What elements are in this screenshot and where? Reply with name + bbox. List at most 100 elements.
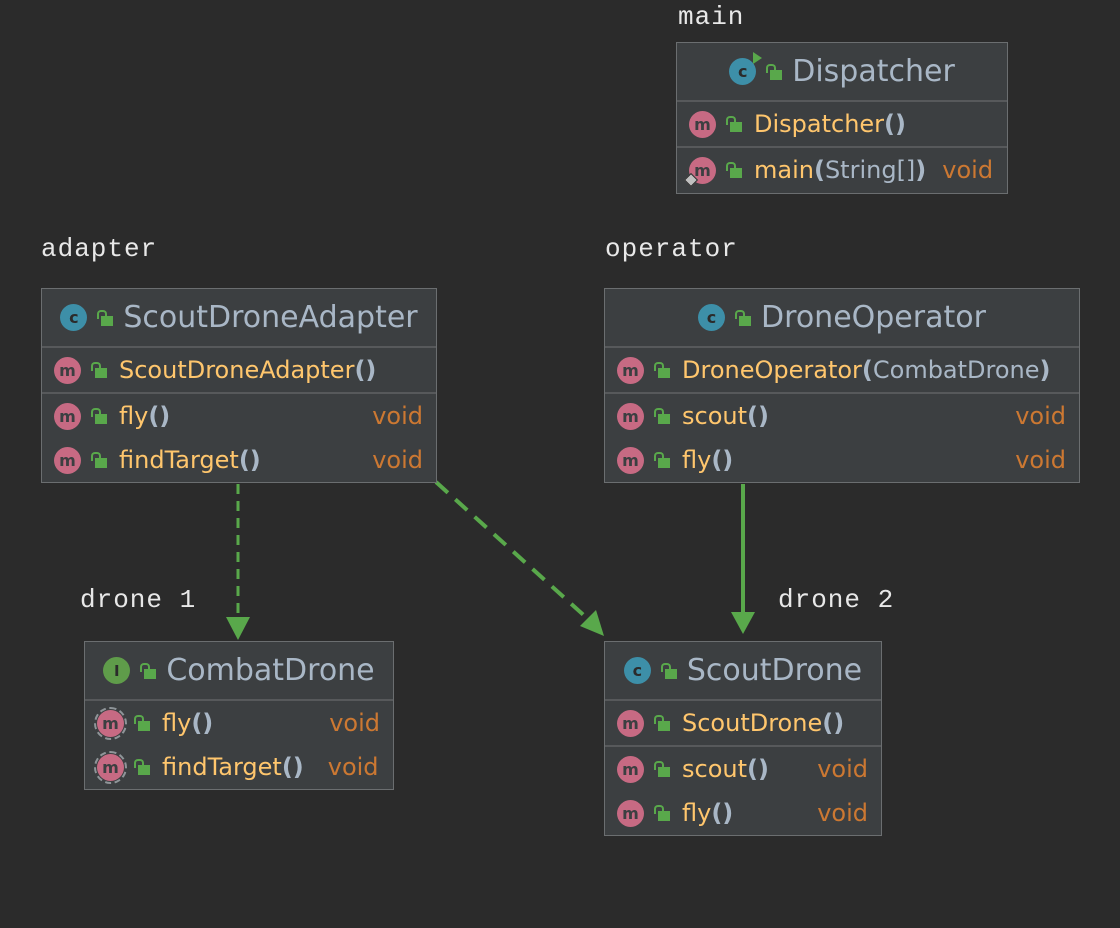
class-scout-drone-adapter[interactable]: c ScoutDroneAdapter m ScoutDroneAdapter(… [41,288,437,483]
class-header: c ScoutDrone [605,642,881,701]
class-icon: c [729,52,763,85]
abstract-method-icon: m [94,706,127,740]
public-lock-icon [660,662,677,679]
package-label-drone2: drone 2 [778,585,895,615]
method-parens: () [822,709,845,737]
method-name: findTarget [162,753,282,781]
method-icon: m [617,799,644,827]
method-icon: m [617,755,644,783]
open-paren: ( [861,356,873,384]
public-lock-icon [654,715,670,731]
return-type: void [942,156,994,184]
class-header: I CombatDrone [85,642,393,701]
method-parens: () [148,402,171,430]
method-icon: m [617,356,644,384]
methods-section: m scout() void m fly() void [605,394,1079,482]
public-lock-icon [654,805,670,821]
method-name: ScoutDroneAdapter [119,356,355,384]
method-name: fly [162,709,192,737]
method-parens: () [884,110,906,138]
method-name: ScoutDrone [682,709,823,737]
public-lock-icon [97,309,114,326]
member-row[interactable]: m fly() void [605,438,1079,482]
abstract-method-icon: m [94,750,127,784]
method-icon: m [617,709,644,737]
method-name: main [754,156,814,184]
public-lock-icon [91,362,107,378]
methods-section: m fly() void m findTarget() void [42,394,436,482]
return-type: void [817,799,868,827]
param-type: String[] [824,156,916,184]
class-name: Dispatcher [792,54,955,89]
method-name: Dispatcher [754,110,885,138]
method-parens: () [354,356,377,384]
method-parens: () [281,753,304,781]
interface-combat-drone[interactable]: I CombatDrone m fly() void m findTarget(… [84,641,394,790]
open-paren: ( [813,156,825,184]
member-row[interactable]: m findTarget() void [85,745,393,789]
arrowhead-scoutdrone-association [731,612,755,634]
interface-icon: I [103,657,131,684]
method-parens: () [238,446,261,474]
package-label-adapter: adapter [41,234,158,264]
member-row[interactable]: m ScoutDroneAdapter() [42,348,436,392]
method-name: fly [682,799,712,827]
package-label-drone1: drone 1 [80,585,197,615]
constructors-section: m Dispatcher() [677,102,1007,148]
member-row[interactable]: m scout() void [605,394,1079,438]
methods-section: m fly() void m findTarget() void [85,701,393,789]
class-header: c ScoutDroneAdapter [42,289,436,348]
member-row[interactable]: m fly() void [605,791,881,835]
method-icon: m [54,446,81,474]
return-type: void [329,709,380,737]
method-icon: m [617,402,644,430]
class-header: c Dispatcher [677,43,1007,102]
member-row[interactable]: m Dispatcher() [677,102,1007,146]
public-lock-icon [735,309,752,326]
public-lock-icon [140,662,157,679]
public-lock-icon [654,362,670,378]
member-row[interactable]: m fly() void [85,701,393,745]
member-row[interactable]: m DroneOperator(CombatDrone) [605,348,1079,392]
class-drone-operator[interactable]: c DroneOperator m DroneOperator(CombatDr… [604,288,1080,483]
public-lock-icon [134,715,150,731]
public-lock-icon [91,408,107,424]
runnable-icon [753,52,763,64]
public-lock-icon [726,116,742,132]
class-header: c DroneOperator [605,289,1079,348]
method-parens: () [711,799,734,827]
return-type: void [327,753,379,781]
member-row[interactable]: m findTarget() void [42,438,436,482]
method-icon: m [617,446,644,474]
class-dispatcher[interactable]: c Dispatcher m Dispatcher() m main(Strin… [676,42,1008,194]
arrowhead-combatdrone [226,617,250,640]
class-name: ScoutDroneAdapter [123,300,418,335]
public-lock-icon [91,452,107,468]
public-lock-icon [766,63,783,80]
close-paren: ) [1039,356,1051,384]
arrow-adapter-uses-scoutdrone [434,480,590,621]
member-row[interactable]: m ScoutDrone() [605,701,881,745]
public-lock-icon [726,162,742,178]
method-name: DroneOperator [682,356,862,384]
class-name: DroneOperator [761,300,986,335]
return-type: void [1015,402,1066,430]
method-parens: () [747,755,769,783]
method-parens: () [711,446,734,474]
constructors-section: m ScoutDroneAdapter() [42,348,436,394]
close-paren: ) [915,156,927,184]
method-name: fly [682,446,712,474]
package-label-operator: operator [605,234,738,264]
return-type: void [372,446,423,474]
class-icon: c [60,304,88,331]
member-row[interactable]: m fly() void [42,394,436,438]
arrowhead-scoutdrone-dependency [580,610,604,636]
member-row[interactable]: m main(String[]) void [677,148,1007,192]
return-type: void [817,755,868,783]
class-name: CombatDrone [166,653,375,688]
public-lock-icon [654,452,670,468]
constructors-section: m DroneOperator(CombatDrone) [605,348,1079,394]
methods-section: m main(String[]) void [677,148,1007,192]
member-row[interactable]: m scout() void [605,747,881,791]
class-scout-drone[interactable]: c ScoutDrone m ScoutDrone() m scout() vo… [604,641,882,836]
